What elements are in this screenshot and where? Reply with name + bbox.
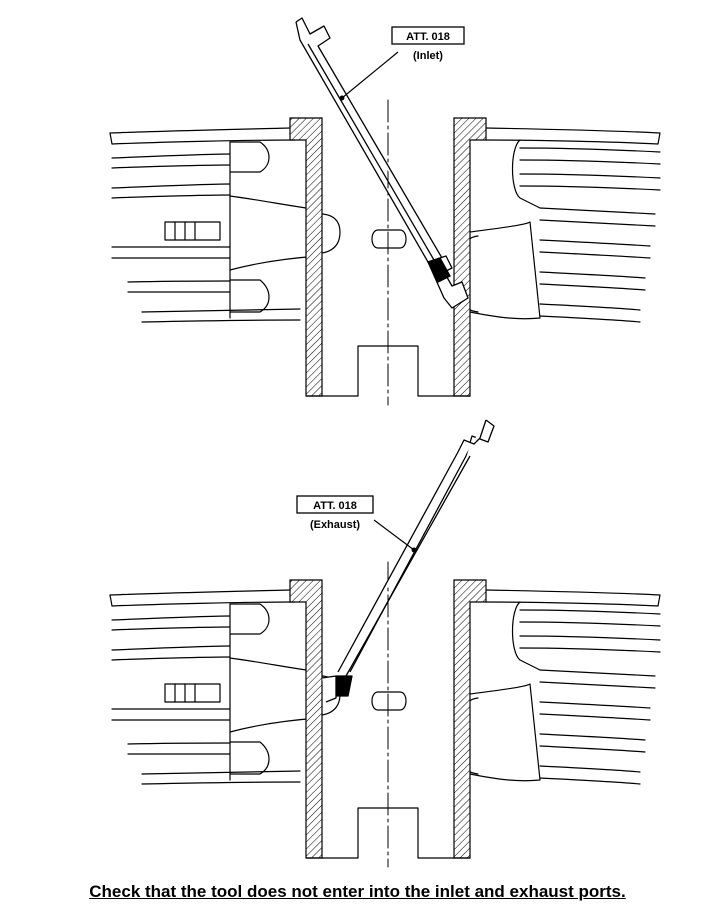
leader-line-top — [341, 51, 399, 99]
tool-label-bottom: ATT. 018 — [313, 500, 357, 512]
leader-line-bottom — [373, 519, 415, 551]
instruction-caption: Check that the tool does not enter into … — [89, 882, 626, 901]
tool-label-top: ATT. 018 — [406, 31, 450, 43]
port-label-bottom: (Exhaust) — [310, 519, 360, 531]
tool-att018-inlet — [295, 17, 469, 309]
port-label-top: (Inlet) — [413, 50, 443, 62]
callout-top: ATT. 018 (Inlet) — [391, 26, 465, 62]
callout-bottom: ATT. 018 (Exhaust) — [296, 495, 374, 531]
tool-att018-exhaust — [321, 419, 495, 703]
cylinder-section-top — [109, 99, 661, 406]
